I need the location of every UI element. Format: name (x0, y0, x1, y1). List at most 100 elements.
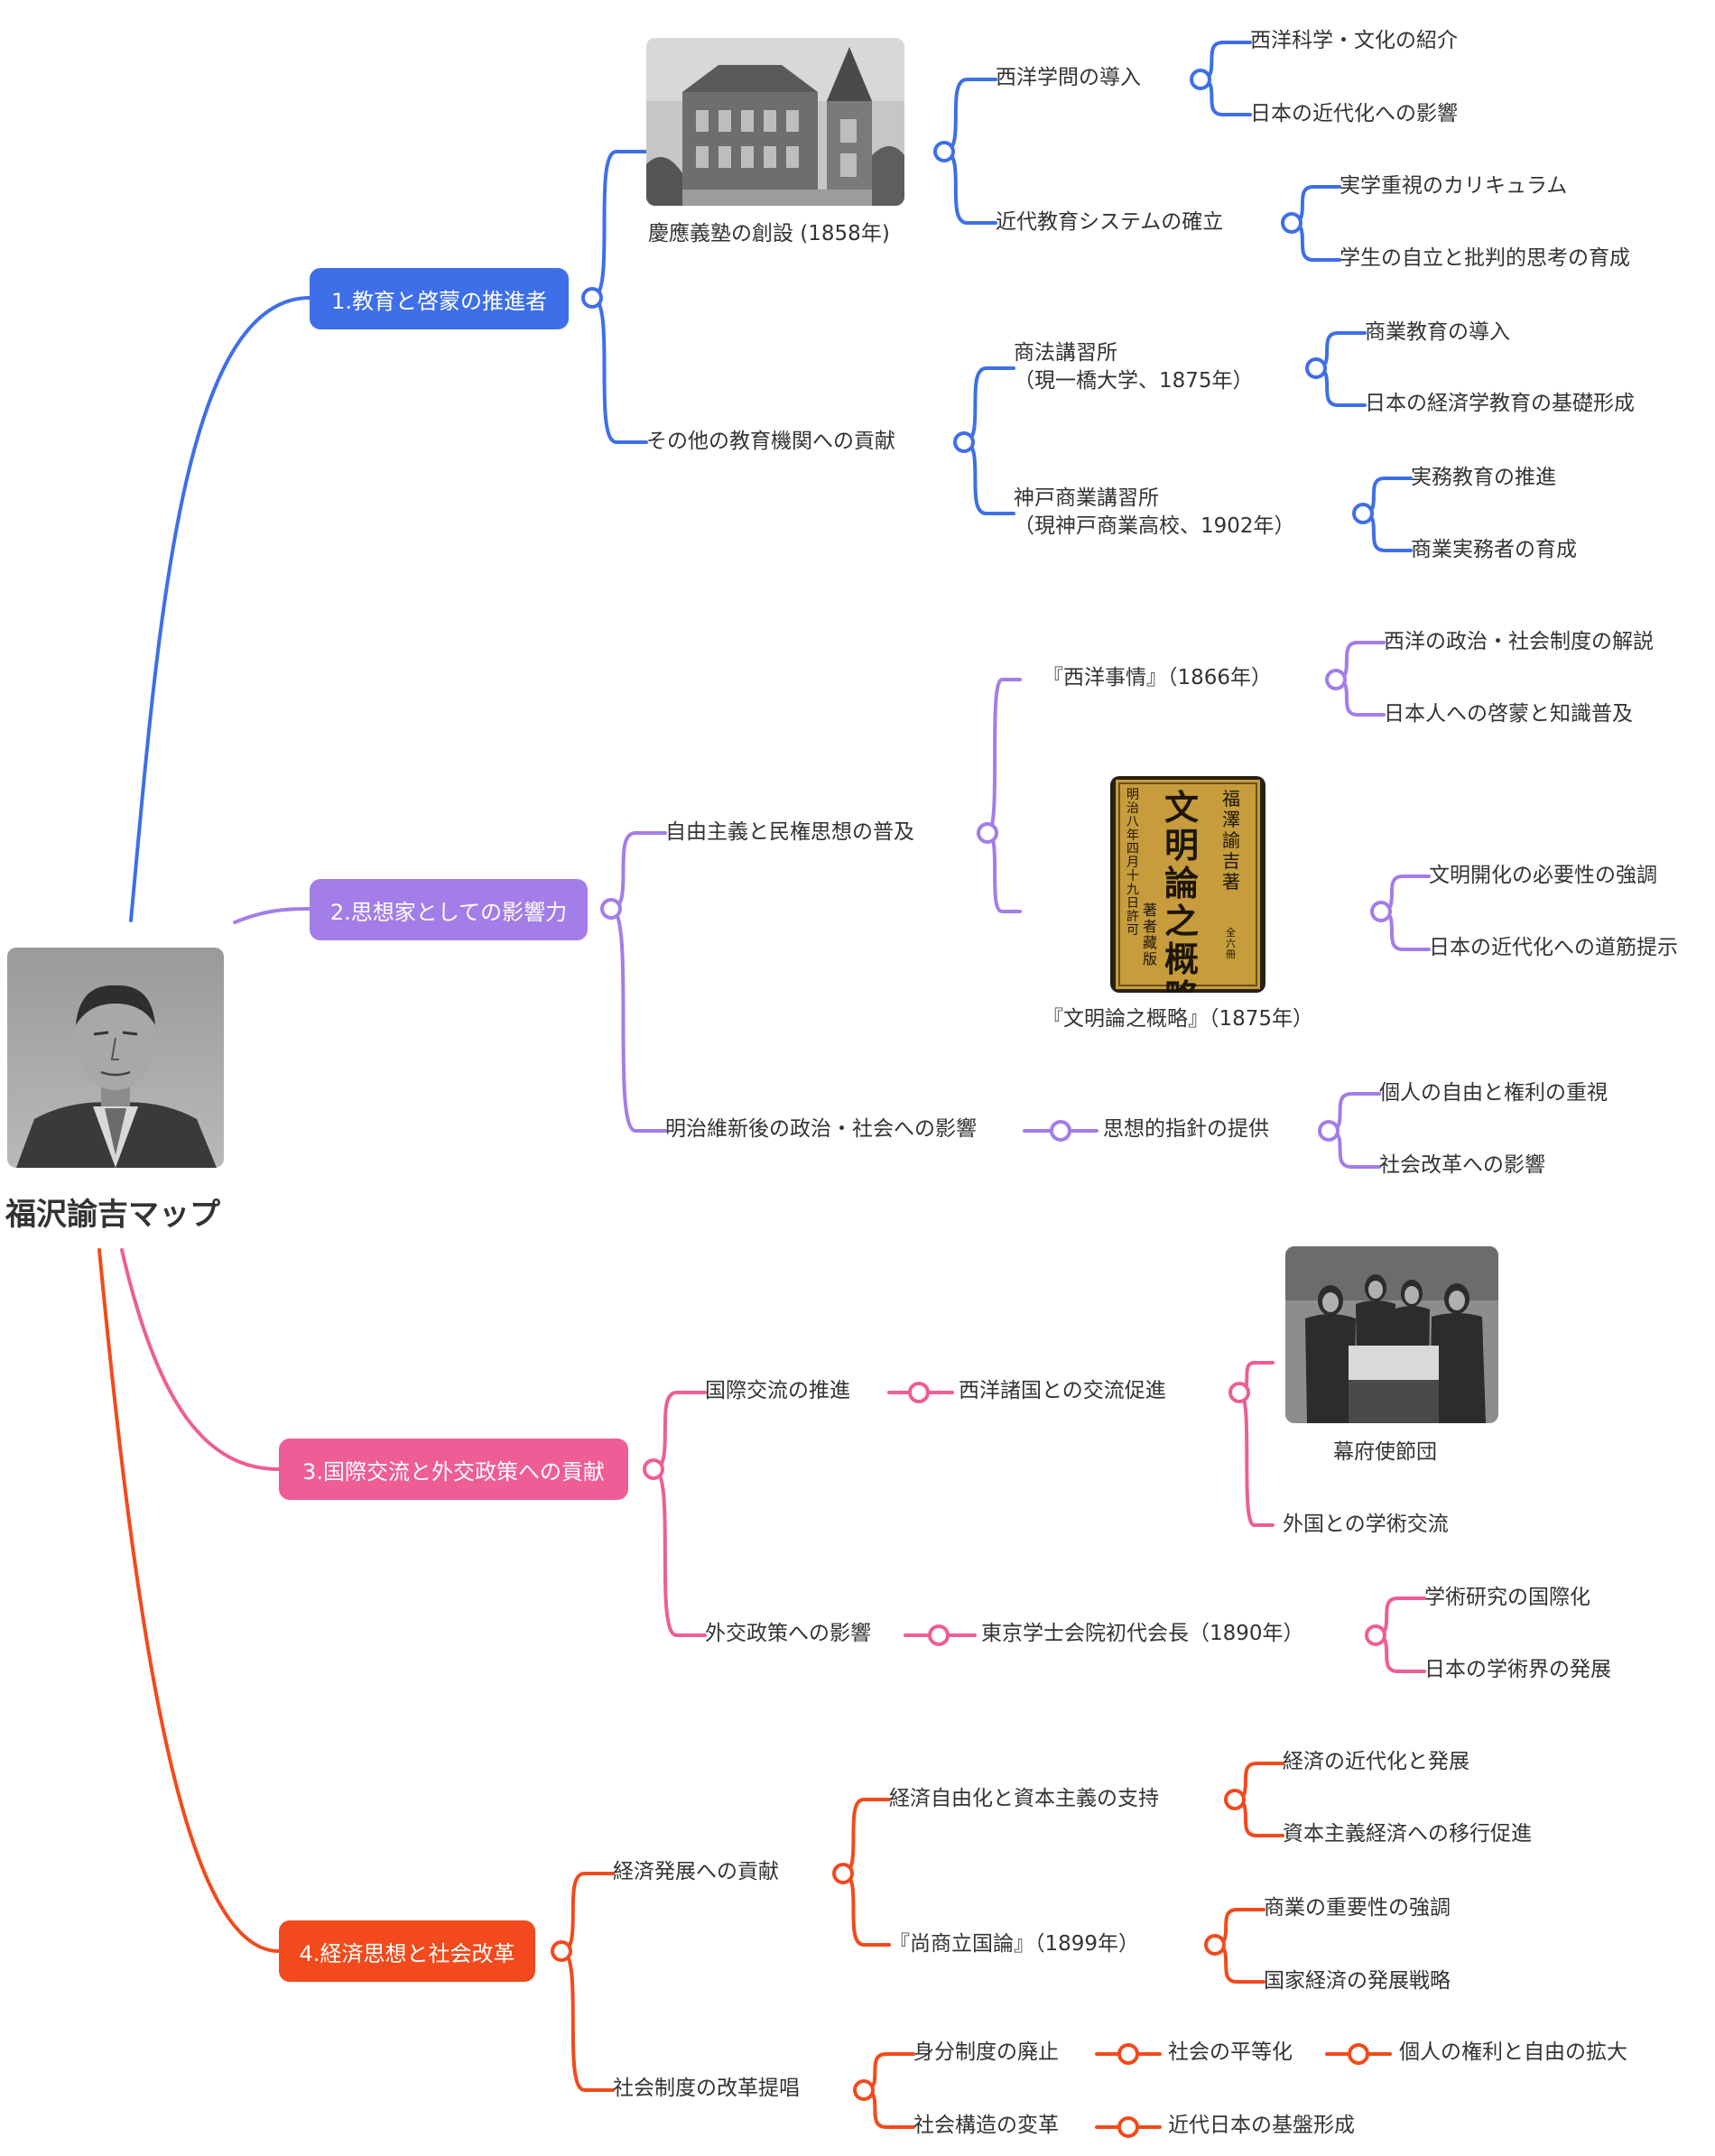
node-shiso-1[interactable]: 個人の自由と権利の重視 (1379, 1081, 1608, 1105)
branch-curve (590, 296, 648, 444)
root-curve-red (97, 1248, 281, 1953)
junction-circle[interactable] (1305, 357, 1327, 379)
junction-circle[interactable] (1370, 901, 1392, 922)
junction-circle[interactable] (832, 1863, 854, 1884)
book-publisher: 著者藏版 (1143, 902, 1158, 967)
branch-curve (986, 831, 1022, 913)
node-bunmei-2[interactable]: 日本の近代化への道筋提示 (1429, 936, 1678, 959)
junction-circle[interactable] (581, 287, 603, 309)
node-byodo[interactable]: 社会の平等化 (1168, 2040, 1293, 2064)
junction-circle[interactable] (977, 822, 998, 844)
node-seiyo-2[interactable]: 日本人への啓蒙と知識普及 (1384, 702, 1633, 726)
node-shoho[interactable]: 商法講習所 （現一橋大学、1875年） (1014, 341, 1254, 393)
node-tokyo-2[interactable]: 日本の学術界の発展 (1424, 1658, 1611, 1681)
node-shosho-2[interactable]: 国家経済の発展戦略 (1264, 1969, 1451, 1993)
branch-curve (590, 150, 648, 300)
node-meiji[interactable]: 明治維新後の政治・社会への影響 (665, 1117, 977, 1141)
junction-circle[interactable] (643, 1458, 664, 1480)
node-modern-1[interactable]: 実学重視のカリキュラム (1340, 174, 1568, 198)
node-bunmei-1[interactable]: 文明開化の必要性の強調 (1429, 864, 1657, 887)
node-modern-2[interactable]: 学生の自立と批判的思考の育成 (1340, 246, 1630, 270)
node-kobe-2[interactable]: 商業実務者の育成 (1411, 538, 1577, 561)
node-kozo[interactable]: 社会構造の変革 (913, 2114, 1059, 2137)
junction-circle[interactable] (1281, 212, 1302, 234)
branch-curve (652, 1391, 707, 1471)
branch-economy[interactable]: 4.経済思想と社会改革 (279, 1920, 535, 1982)
junction-circle[interactable] (1224, 1789, 1246, 1810)
junction-circle[interactable] (1348, 2043, 1369, 2065)
building-photo (646, 38, 904, 206)
junction-circle[interactable] (933, 141, 955, 162)
node-shiso[interactable]: 思想的指針の提供 (1103, 1117, 1269, 1141)
node-shoho-1[interactable]: 商業教育の導入 (1365, 320, 1510, 344)
junction-circle[interactable] (1204, 1934, 1226, 1956)
node-shoho-2[interactable]: 日本の経済学教育の基礎形成 (1365, 392, 1635, 415)
root-title: 福沢諭吉マップ (5, 1197, 220, 1233)
node-western-1[interactable]: 西洋科学・文化の紹介 (1250, 29, 1458, 52)
node-liberal[interactable]: 自由主義と民権思想の普及 (665, 820, 914, 844)
branch-curve (609, 831, 667, 911)
junction-circle[interactable] (1117, 2043, 1139, 2065)
node-mibun[interactable]: 身分制度の廃止 (913, 2040, 1059, 2064)
branch-curve (841, 1798, 891, 1875)
junction-circle[interactable] (1228, 1382, 1250, 1403)
junction-circle[interactable] (1318, 1120, 1340, 1142)
junction-circle[interactable] (853, 2079, 875, 2101)
book-side: 明治八年四月十九日 許可 (1126, 788, 1139, 938)
node-shiso-2[interactable]: 社会改革への影響 (1379, 1153, 1545, 1177)
node-kenri[interactable]: 個人の権利と自由の拡大 (1399, 2040, 1627, 2064)
branch-curve (942, 78, 997, 153)
node-academic[interactable]: 外国との学術交流 (1283, 1513, 1449, 1536)
junction-circle[interactable] (600, 898, 622, 920)
node-kobe[interactable]: 神戸商業講習所 （現神戸商業高校、1902年） (1014, 486, 1295, 539)
branch-curve (962, 440, 1015, 515)
junction-circle[interactable] (551, 1940, 572, 1962)
node-west[interactable]: 西洋諸国との交流促進 (959, 1379, 1166, 1402)
junction-circle[interactable] (1117, 2116, 1139, 2138)
node-bunmei[interactable]: 『文明論之概略』（1875年） (1043, 1007, 1314, 1031)
node-seiyo[interactable]: 『西洋事情』（1866年） (1043, 666, 1273, 689)
node-kobe-1[interactable]: 実務教育の推進 (1411, 466, 1556, 489)
node-intl[interactable]: 国際交流の推進 (705, 1379, 850, 1402)
junction-circle[interactable] (1325, 669, 1347, 690)
node-shosho-1[interactable]: 商業の重要性の強調 (1264, 1896, 1451, 1920)
node-tokyo[interactable]: 東京学士会院初代会長（1890年） (981, 1622, 1304, 1645)
branch-curve (560, 1949, 615, 2092)
node-modern[interactable]: 近代教育システムの確立 (996, 210, 1224, 234)
book-cover-image: 文明論之概略 福澤諭吉 著 明治八年四月十九日 許可 著者藏版 全 六冊 (1110, 776, 1265, 993)
node-libcap-1[interactable]: 経済の近代化と発展 (1283, 1750, 1469, 1773)
root-curve-blue (129, 296, 311, 922)
node-seiyo-1[interactable]: 西洋の政治・社会制度の解説 (1384, 630, 1654, 653)
node-shosho[interactable]: 『尚商立国論』（1899年） (889, 1932, 1140, 1956)
node-tokyo-1[interactable]: 学術研究の国際化 (1424, 1586, 1590, 1609)
keio-label: 慶應義塾の創設 (1858年) (648, 222, 890, 245)
mission-label: 幕府使節団 (1333, 1440, 1437, 1464)
book-volume: 全 六冊 (1226, 927, 1236, 960)
node-econ[interactable]: 経済発展への貢献 (613, 1860, 779, 1883)
node-others[interactable]: その他の教育機関への貢献 (646, 430, 895, 453)
junction-circle[interactable] (1050, 1120, 1071, 1142)
node-western-2[interactable]: 日本の近代化への影響 (1250, 102, 1458, 125)
node-diplo[interactable]: 外交政策への影響 (705, 1622, 871, 1645)
junction-circle[interactable] (928, 1624, 950, 1646)
branch-curve (1238, 1391, 1275, 1527)
junction-circle[interactable] (1365, 1624, 1386, 1646)
junction-circle[interactable] (1352, 503, 1374, 524)
branch-thought[interactable]: 2.思想家としての影響力 (310, 879, 588, 940)
junction-circle[interactable] (953, 431, 975, 453)
branch-international[interactable]: 3.国際交流と外交政策への貢献 (279, 1439, 628, 1500)
junction-circle[interactable] (908, 1382, 930, 1403)
branch-education[interactable]: 1.教育と啓蒙の推進者 (310, 268, 569, 329)
node-kiban[interactable]: 近代日本の基盤形成 (1168, 2114, 1355, 2137)
root-curve-purple (233, 907, 311, 924)
node-libcap[interactable]: 経済自由化と資本主義の支持 (889, 1787, 1159, 1810)
branch-curve (942, 150, 997, 225)
node-reform[interactable]: 社会制度の改革提唱 (613, 2077, 800, 2100)
node-western[interactable]: 西洋学問の導入 (996, 66, 1141, 89)
node-libcap-2[interactable]: 資本主義経済への移行促進 (1283, 1822, 1532, 1846)
branch-curve (986, 678, 1022, 835)
branch-curve (560, 1872, 615, 1953)
junction-circle[interactable] (1190, 69, 1211, 90)
branch-curve (962, 366, 1015, 444)
